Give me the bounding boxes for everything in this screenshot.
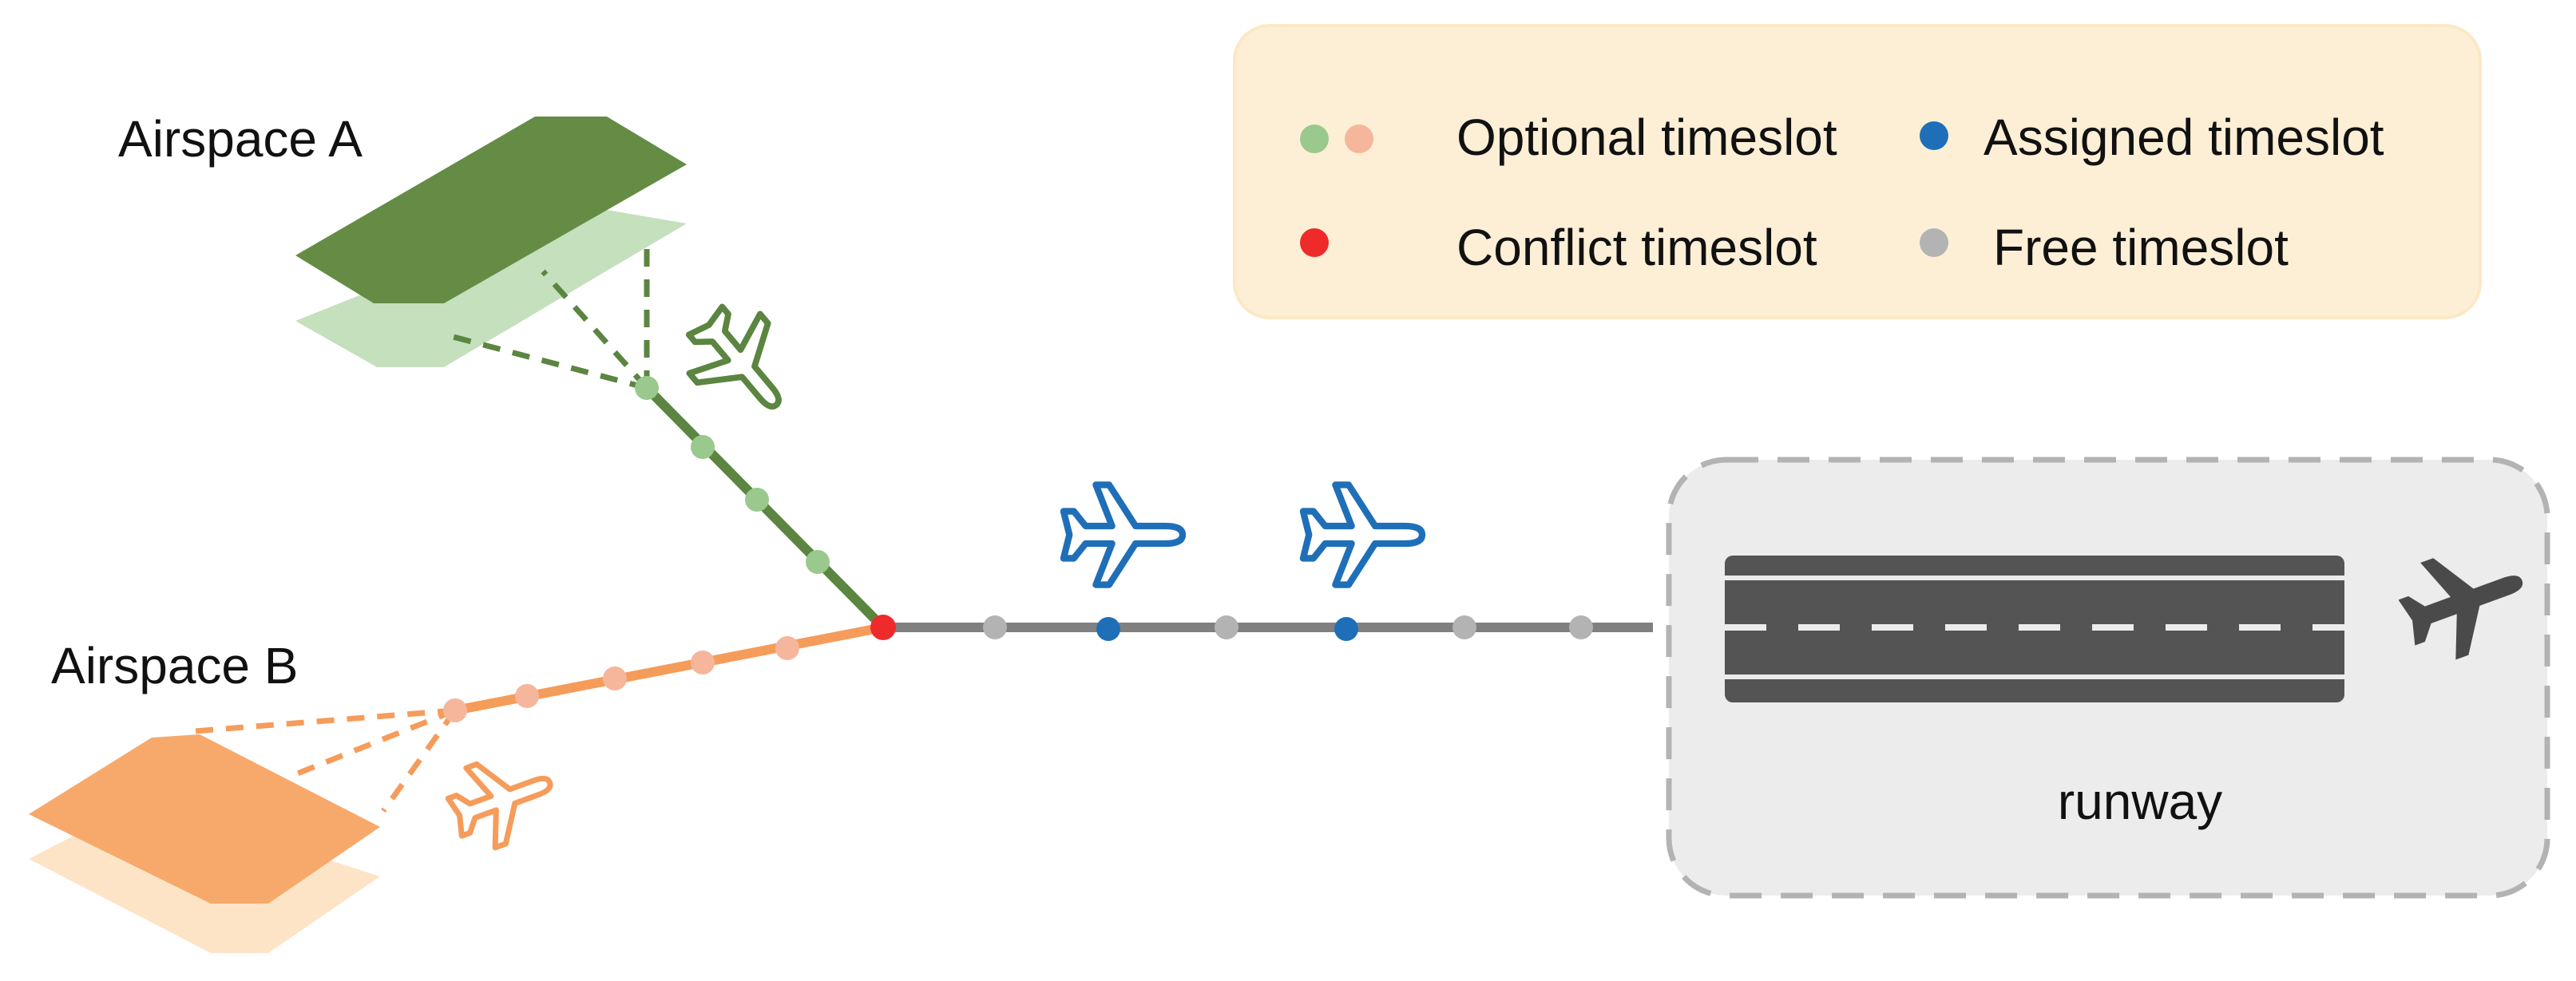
airplane-outline-icon (441, 743, 565, 857)
conflict-timeslot-dot (870, 615, 896, 640)
legend-optional-green-dot (1300, 125, 1329, 153)
airspace-b-upper-layer (29, 734, 380, 904)
timeslot-dot (1334, 617, 1358, 641)
airplane-outline-icon (670, 291, 811, 435)
main-route-free-timeslots (983, 615, 1593, 639)
timeslot-dot (983, 615, 1007, 639)
legend-conflict-dot (1300, 228, 1329, 257)
runway-strip (1725, 556, 2344, 702)
airspace-a-projection-lines (446, 239, 650, 391)
airspace-a-label: Airspace A (118, 110, 363, 168)
timeslot-dot (515, 684, 539, 708)
timeslot-dot (1569, 615, 1593, 639)
airplane-outline-icon (1064, 485, 1183, 584)
route-b-optional-timeslots (443, 636, 799, 722)
legend-optional-orange-dot (1345, 125, 1373, 153)
timeslot-dot (635, 376, 659, 400)
legend-assigned-label: Assigned timeslot (1984, 109, 2384, 166)
route-a-optional-timeslots (635, 376, 830, 574)
runway-label: runway (2058, 773, 2222, 830)
legend-box (1233, 24, 2482, 319)
timeslot-dot (443, 698, 467, 722)
timeslot-dot (806, 550, 830, 574)
airspace-a-upper-layer (295, 117, 687, 303)
airplane-outline-icon (1303, 485, 1422, 584)
timeslot-dot (775, 636, 799, 660)
legend-free-dot (1920, 228, 1948, 257)
timeslot-dot (1096, 617, 1120, 641)
timeslot-dot (1452, 615, 1476, 639)
legend-conflict-label: Conflict timeslot (1456, 219, 1817, 276)
timeslot-dot (691, 651, 715, 674)
main-route-assigned-timeslots (1096, 617, 1358, 641)
legend-free-label: Free timeslot (1993, 219, 2289, 276)
legend-assigned-dot (1920, 121, 1948, 150)
airspace-b-projection-lines (194, 707, 458, 813)
airspace-a-lower-layer (295, 206, 687, 367)
timeslot-dot (1215, 615, 1238, 639)
airspace-b-label: Airspace B (51, 637, 298, 694)
timeslot-dot (745, 488, 769, 512)
timeslot-dot (603, 667, 627, 690)
timeslot-dot (691, 435, 715, 459)
legend-optional-label: Optional timeslot (1456, 109, 1837, 166)
